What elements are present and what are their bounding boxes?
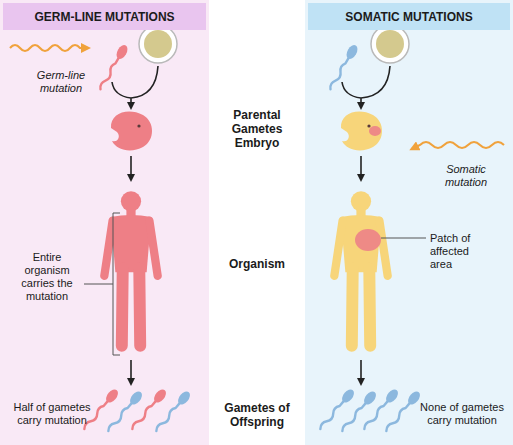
annotation-text: Somatic mutation	[428, 163, 504, 189]
growth-arrow	[360, 156, 362, 180]
panel-header: GERM-LINE MUTATIONS	[3, 3, 206, 30]
annotation-text: Germ-line mutation	[24, 69, 98, 95]
mutated-organism	[104, 191, 157, 346]
header-text: SOMATIC MUTATIONS	[345, 10, 472, 24]
annotation-text: None of gametes carry mutation	[413, 401, 511, 427]
annotation-text: Entire organism carries the mutation	[14, 251, 80, 303]
panel-header: SOMATIC MUTATIONS	[308, 3, 510, 30]
left-panel	[0, 0, 209, 445]
mutated-embryo	[111, 111, 152, 150]
stage-label: Embryo	[212, 136, 302, 150]
leader-line	[381, 238, 426, 239]
egg-cell	[139, 25, 177, 63]
annotation-text: Half of gametes carry mutation	[2, 401, 102, 427]
stage-label: Organism	[212, 257, 302, 271]
header-text: GERM-LINE MUTATIONS	[34, 10, 174, 24]
annotation-text: Patch of affected area	[430, 232, 490, 271]
organism-bracket	[84, 213, 120, 355]
egg-cell	[371, 25, 409, 63]
fertilization-arrow	[112, 66, 158, 108]
normal-gamete	[339, 389, 379, 434]
normal-gamete	[361, 387, 401, 432]
fertilization-arrow	[342, 66, 390, 108]
right-panel	[305, 0, 513, 445]
normal-gamete	[153, 389, 193, 434]
organism	[334, 191, 387, 346]
embryo	[341, 111, 382, 150]
somatic-mutation-wave	[412, 142, 504, 149]
growth-arrow	[130, 156, 132, 180]
normal-gamete	[383, 389, 423, 434]
stage-label: Parental Gametes	[212, 108, 302, 136]
gamete-arrow	[360, 360, 362, 384]
gamete-arrow	[130, 360, 132, 384]
normal-gamete	[317, 387, 357, 432]
mutated-cells	[369, 126, 381, 136]
mutated-gamete	[129, 387, 169, 432]
stage-label: Gametes of Offspring	[212, 401, 302, 429]
normal-gamete	[105, 389, 145, 434]
germline-mutation-wave	[10, 45, 88, 51]
affected-patch	[355, 229, 381, 251]
